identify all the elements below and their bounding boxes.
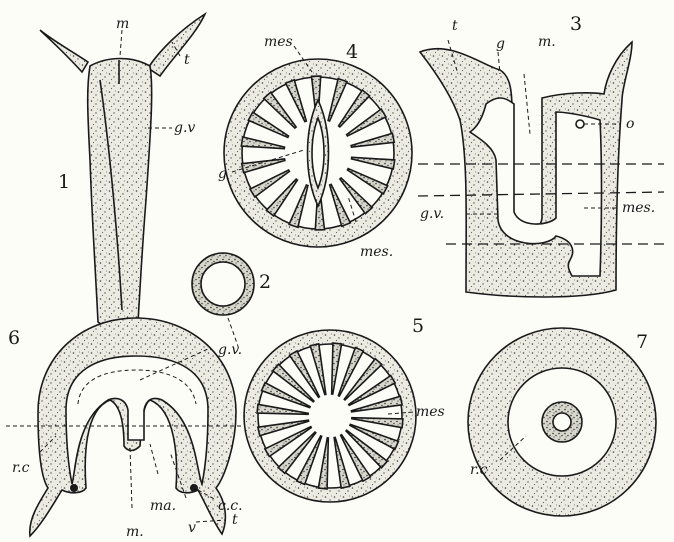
fig6-label-m: m.: [126, 524, 144, 540]
fig6-leader-m: [130, 448, 132, 508]
fig1-right-tentacle: [148, 14, 205, 76]
fig6-label-t: t: [232, 512, 238, 528]
fig1-leader-m: [120, 30, 122, 56]
figure-2: 2: [192, 253, 271, 346]
fig6-canal-left: [70, 484, 78, 492]
fig3-label-m: m.: [538, 34, 556, 50]
fig6-label-cc: c.c.: [218, 498, 243, 514]
fig7-core-lumen: [553, 413, 571, 431]
fig6-label-gv: g.v.: [218, 342, 242, 358]
fig1-label-m: m: [116, 16, 129, 32]
fig6-canal-right: [190, 484, 198, 492]
fig3-label-gv: g.v.: [420, 206, 444, 222]
fig3-mouth-line: [524, 74, 530, 134]
fig6-label-v: v: [188, 520, 196, 536]
fig1-label-t: t: [184, 52, 190, 68]
fig7-label-rc: r.c: [470, 462, 488, 478]
figure-4: mes g mes. 4: [218, 34, 412, 260]
figure-5: mes 5: [244, 315, 445, 502]
fig1-left-tentacle: [40, 30, 88, 72]
fig6-label-rc: r.c: [12, 460, 30, 476]
fig4-label-mes-bottom: mes.: [360, 244, 393, 260]
fig2-lumen: [201, 262, 245, 306]
fig1-body: [88, 59, 152, 329]
fig6-number: 6: [8, 327, 20, 349]
fig6-leader-ma: [150, 444, 158, 474]
fig3-label-g: g: [496, 36, 505, 52]
fig6-label-ma: ma.: [150, 498, 176, 514]
fig3-label-t: t: [452, 18, 458, 34]
figure-3: t g m. o g.v. mes. 3: [418, 13, 664, 297]
fig4-label-mes-top: mes: [264, 34, 293, 50]
fig1-label-gv: g.v: [174, 120, 195, 136]
fig3-section-line-2: [418, 192, 664, 196]
fig3-label-o: o: [626, 116, 634, 132]
figure-1: m t g.v 1: [40, 14, 205, 328]
fig5-label-mes: mes: [416, 404, 445, 420]
fig3-number: 3: [570, 13, 582, 35]
fig1-number: 1: [58, 171, 70, 193]
fig4-number: 4: [346, 41, 358, 63]
figure-7: r.c 7: [468, 328, 656, 516]
fig2-number: 2: [259, 271, 271, 293]
fig7-number: 7: [636, 331, 648, 353]
fig4-label-g: g: [218, 166, 227, 182]
fig5-number: 5: [412, 315, 424, 337]
fig3-label-mes: mes.: [622, 200, 655, 216]
